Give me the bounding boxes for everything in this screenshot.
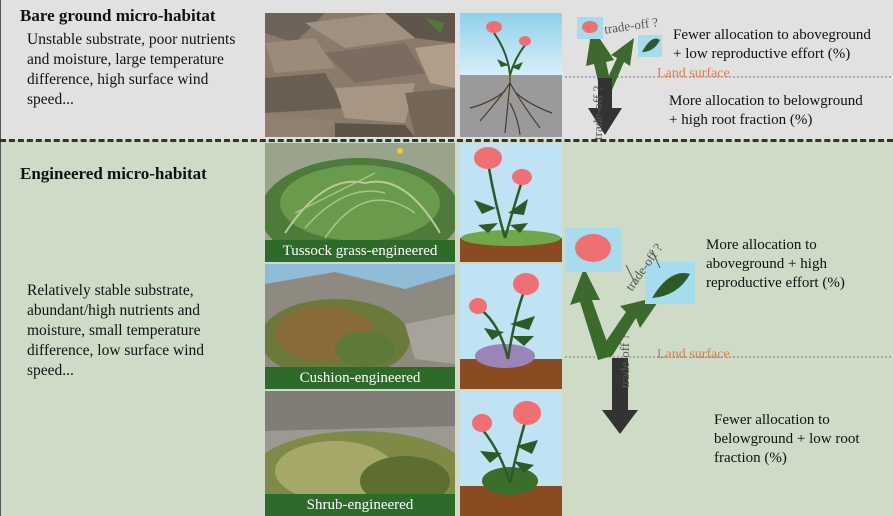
top-land-surface-label: Land surface (657, 66, 730, 82)
desc-line: speed... (27, 361, 265, 381)
top-label-aboveground: Fewer allocation to aboveground + low re… (673, 26, 871, 64)
label-line: fraction (%) (714, 449, 860, 468)
section-divider (0, 139, 893, 142)
label-line: More allocation to belowground (669, 92, 863, 111)
desc-line: abundant/high nutrients and (27, 301, 265, 321)
label-line: Fewer allocation to (714, 411, 860, 430)
top-label-belowground: More allocation to belowground + high ro… (669, 92, 863, 130)
shrub-plant-illustration (460, 391, 562, 516)
bare-ground-title: Bare ground micro-habitat (20, 6, 216, 26)
bare-ground-photo (265, 13, 455, 137)
desc-line: and moisture, large temperature (27, 50, 267, 70)
desc-line: Relatively stable substrate, (27, 281, 265, 301)
label-line: + low reproductive effort (%) (673, 45, 871, 64)
label-line: reproductive effort (%) (706, 274, 845, 293)
top-tradeoff-vertical-label: trade-off ? (590, 86, 606, 140)
cushion-caption: Cushion-engineered (265, 367, 455, 389)
cushion-plant-illustration (460, 264, 562, 389)
tussock-grass-photo: Tussock grass-engineered (265, 143, 455, 262)
desc-line: difference, low surface wind (27, 341, 265, 361)
label-line: belowground + low root (714, 430, 860, 449)
desc-line: moisture, small temperature (27, 321, 265, 341)
desc-line: speed... (27, 90, 267, 110)
desc-line: Unstable substrate, poor nutrients (27, 30, 267, 50)
bare-ground-plant-illustration (460, 13, 562, 137)
bottom-tradeoff-vertical-label: trade-off ? (617, 334, 633, 388)
label-line: More allocation to (706, 236, 845, 255)
shrub-caption: Shrub-engineered (265, 494, 455, 516)
bottom-label-belowground: Fewer allocation to belowground + low ro… (714, 411, 860, 468)
tussock-caption: Tussock grass-engineered (265, 240, 455, 262)
label-line: + high root fraction (%) (669, 111, 863, 130)
shrub-photo: Shrub-engineered (265, 391, 455, 516)
cushion-photo: Cushion-engineered (265, 264, 455, 389)
engineered-description: Relatively stable substrate, abundant/hi… (27, 281, 265, 381)
engineered-title: Engineered micro-habitat (20, 164, 207, 184)
label-line: aboveground + high (706, 255, 845, 274)
bare-ground-description: Unstable substrate, poor nutrients and m… (27, 30, 267, 110)
tussock-plant-illustration (460, 143, 562, 262)
label-line: Fewer allocation to aboveground (673, 26, 871, 45)
bottom-label-aboveground: More allocation to aboveground + high re… (706, 236, 845, 293)
desc-line: difference, high surface wind (27, 70, 267, 90)
bottom-land-surface-label: Land surface (657, 347, 730, 363)
